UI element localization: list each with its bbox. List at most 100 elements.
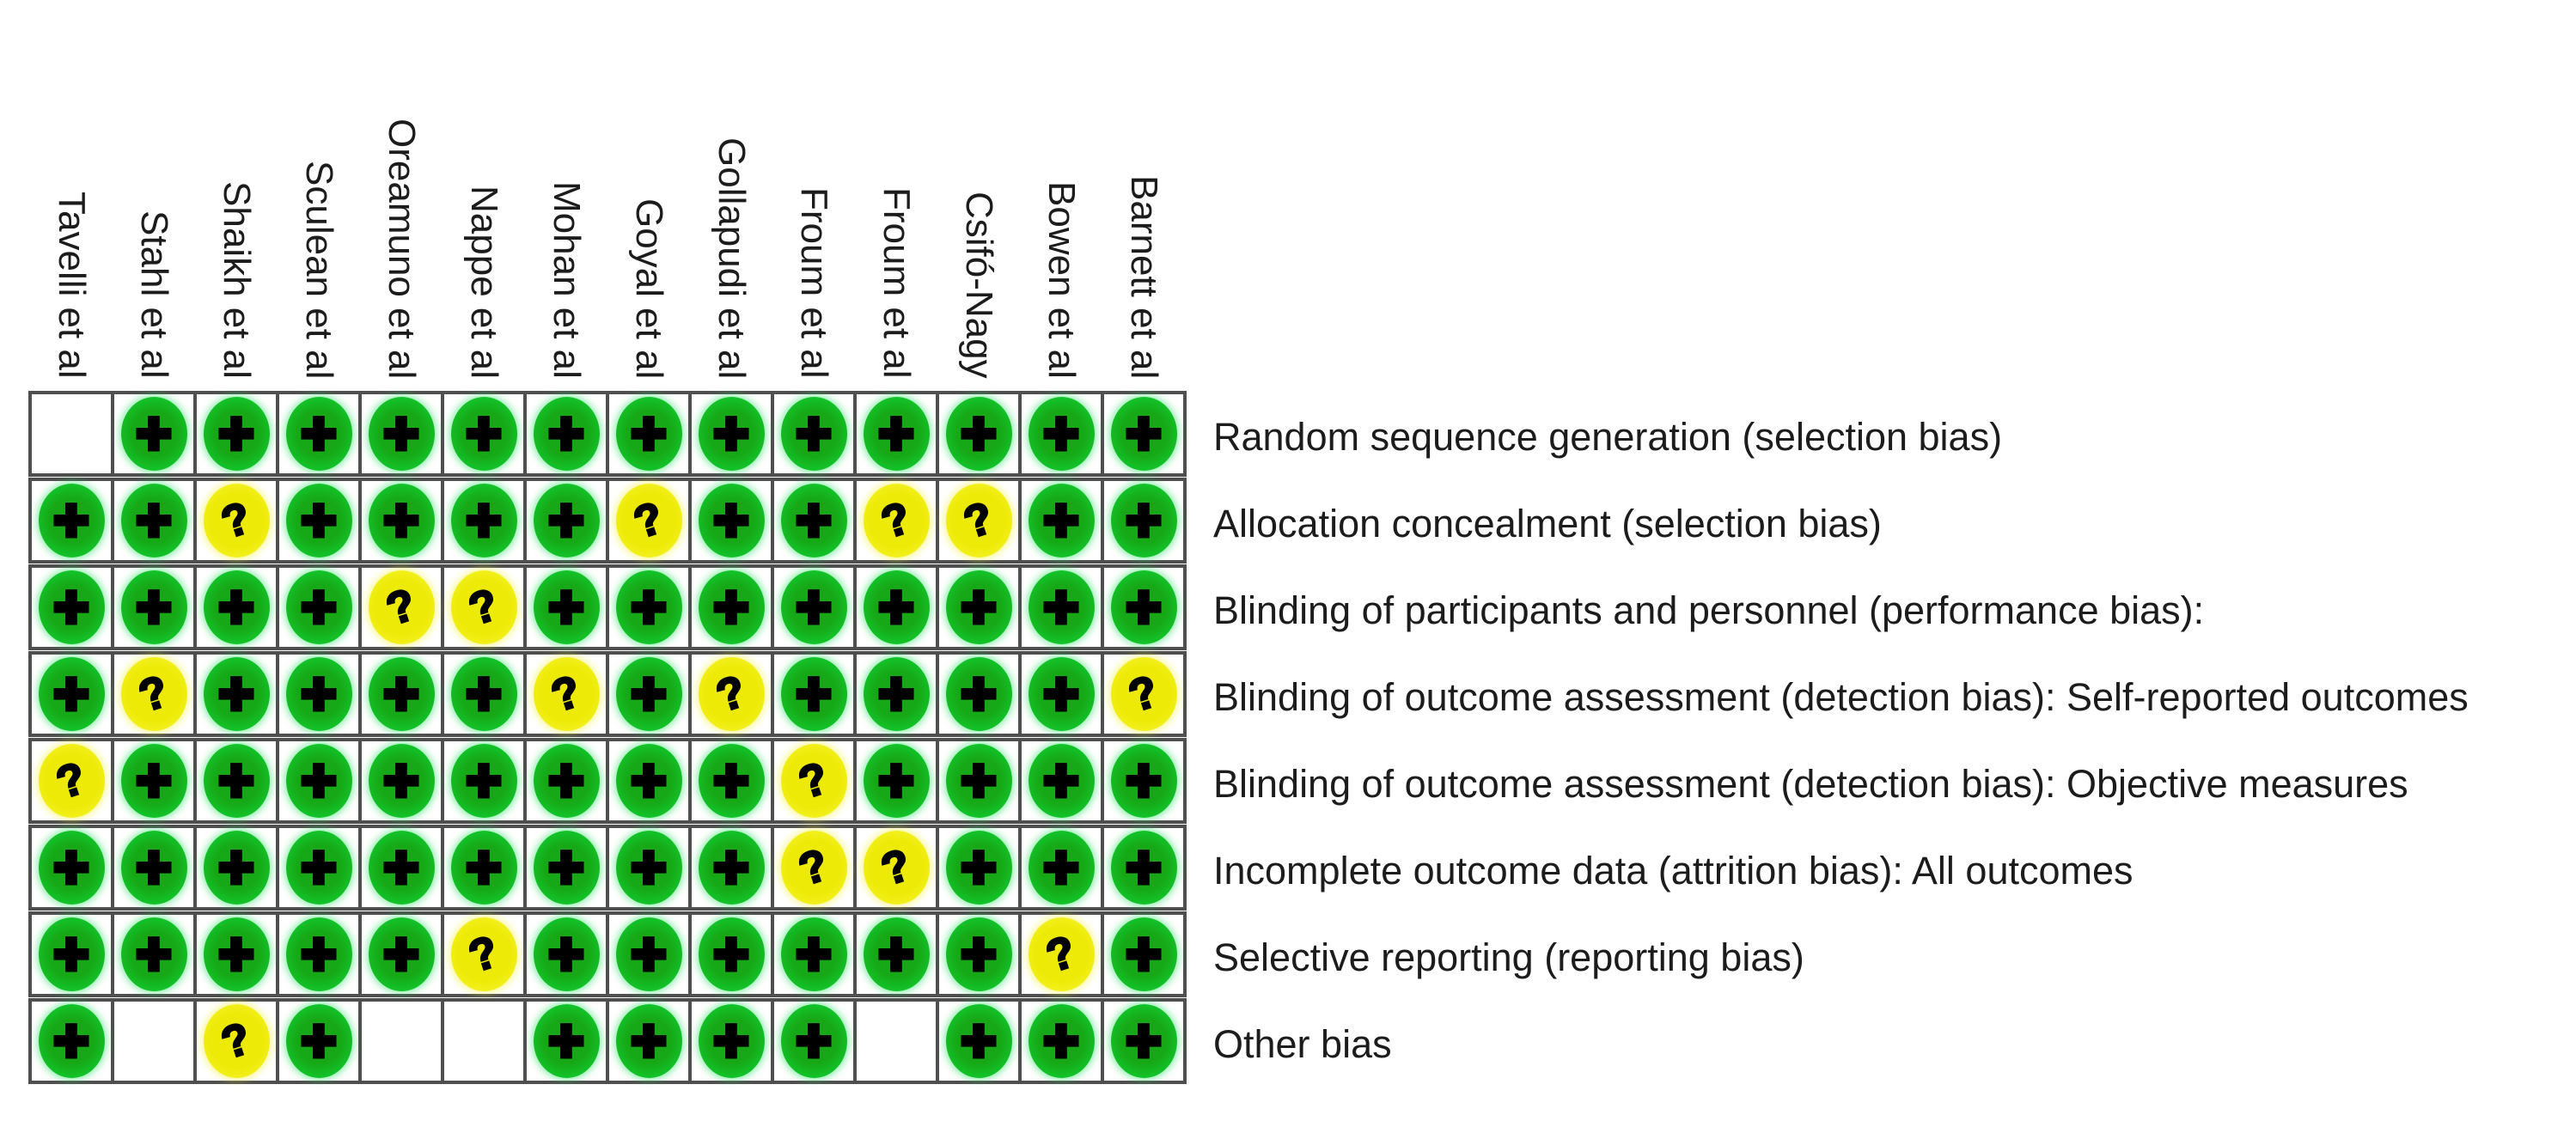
rob-cell: ? — [1022, 915, 1101, 994]
unclear-risk-icon: ? — [533, 657, 600, 731]
question-symbol: ? — [545, 665, 589, 722]
low-risk-icon: + — [615, 744, 682, 818]
low-risk-icon: + — [698, 917, 765, 991]
rob-cell: + — [32, 915, 111, 994]
low-risk-icon: + — [1110, 570, 1177, 644]
plus-symbol: + — [959, 399, 999, 466]
rob-cell: + — [114, 741, 193, 820]
low-risk-icon: + — [38, 831, 105, 905]
rob-domain-row: +?++++?+?++++? — [28, 651, 1187, 737]
low-risk-icon: + — [368, 831, 435, 905]
rob-cell: ? — [527, 655, 606, 734]
plus-symbol: + — [794, 399, 834, 466]
low-risk-icon: + — [863, 744, 930, 818]
study-column-header: Froum et al — [774, 0, 853, 386]
rob-cell: + — [939, 394, 1018, 473]
low-risk-icon: + — [450, 657, 517, 731]
low-risk-icon: + — [1028, 831, 1095, 905]
low-risk-icon: + — [533, 744, 600, 818]
low-risk-icon: + — [368, 657, 435, 731]
plus-symbol: + — [794, 1006, 834, 1074]
low-risk-icon: + — [945, 1004, 1012, 1078]
rob-cell: + — [279, 394, 358, 473]
rob-cell: + — [32, 655, 111, 734]
plus-symbol: + — [629, 832, 669, 900]
rob-cell: + — [609, 915, 688, 994]
rob-cell: + — [692, 1002, 771, 1081]
low-risk-icon: + — [203, 397, 270, 471]
low-risk-icon: + — [120, 917, 187, 991]
plus-symbol: + — [629, 399, 669, 466]
rob-cell: + — [1022, 741, 1101, 820]
bias-domain-label: Allocation concealment (selection bias) — [1213, 502, 1882, 545]
rob-cell — [444, 1002, 523, 1081]
rob-cell: ? — [32, 741, 111, 820]
low-risk-icon: + — [38, 570, 105, 644]
low-risk-icon: + — [38, 917, 105, 991]
unclear-risk-icon: ? — [203, 484, 270, 557]
rob-cell: + — [114, 481, 193, 560]
rob-cell — [32, 394, 111, 473]
low-risk-icon: + — [615, 570, 682, 644]
question-symbol: ? — [792, 838, 836, 896]
rob-domain-row: +++++++++??+++ — [28, 825, 1187, 911]
unclear-risk-icon: ? — [1110, 657, 1177, 731]
low-risk-icon: + — [1110, 831, 1177, 905]
plus-symbol: + — [794, 919, 834, 987]
rob-cell: + — [527, 568, 606, 647]
plus-symbol: + — [52, 919, 92, 987]
study-name-label: Nappe et al — [463, 185, 505, 379]
plus-symbol: + — [1041, 832, 1082, 900]
plus-symbol: + — [382, 485, 422, 553]
low-risk-icon: + — [120, 744, 187, 818]
plus-symbol: + — [134, 399, 174, 466]
low-risk-icon: + — [120, 831, 187, 905]
plus-symbol: + — [299, 832, 339, 900]
rob-cell: + — [444, 655, 523, 734]
rob-cell: + — [1104, 741, 1183, 820]
bias-domain-label: Blinding of outcome assessment (detectio… — [1213, 762, 2408, 806]
low-risk-icon: + — [203, 744, 270, 818]
low-risk-icon: + — [38, 484, 105, 557]
plus-symbol: + — [546, 919, 587, 987]
unclear-risk-icon: ? — [945, 484, 1012, 557]
low-risk-icon: + — [698, 831, 765, 905]
rob-cell: + — [444, 394, 523, 473]
rob-cell: ? — [857, 828, 936, 907]
plus-symbol: + — [382, 919, 422, 987]
low-risk-icon: + — [863, 397, 930, 471]
rob-cell: ? — [444, 568, 523, 647]
plus-symbol: + — [876, 572, 917, 640]
rob-cell: ? — [197, 1002, 276, 1081]
study-name-label: Mohan et al — [546, 181, 588, 379]
low-risk-icon: + — [533, 1004, 600, 1078]
plus-symbol: + — [382, 659, 422, 727]
plus-symbol: + — [217, 919, 257, 987]
rob-cell: ? — [857, 481, 936, 560]
low-risk-icon: + — [203, 570, 270, 644]
low-risk-icon: + — [533, 397, 600, 471]
low-risk-icon: + — [285, 657, 352, 731]
study-name-label: Goyal et al — [628, 198, 670, 379]
study-name-label: Froum et al — [793, 187, 835, 379]
rob-cell: + — [609, 655, 688, 734]
rob-cell: + — [114, 915, 193, 994]
low-risk-icon: + — [615, 397, 682, 471]
rob-cell: + — [197, 741, 276, 820]
rob-cell: + — [857, 655, 936, 734]
rob-cell: + — [857, 741, 936, 820]
plus-symbol: + — [1041, 572, 1082, 640]
rob-cell: ? — [774, 741, 853, 820]
plus-symbol: + — [959, 919, 999, 987]
unclear-risk-icon: ? — [38, 744, 105, 818]
rob-cell: + — [1104, 394, 1183, 473]
study-column-header: Stahl et al — [114, 0, 193, 386]
low-risk-icon: + — [780, 397, 847, 471]
low-risk-icon: + — [203, 831, 270, 905]
study-column-header: Oreamuno et al — [362, 0, 441, 386]
rob-cell: + — [1022, 481, 1101, 560]
unclear-risk-icon: ? — [780, 744, 847, 818]
study-name-label: Sculean et al — [298, 160, 340, 379]
study-name-label: Stahl et al — [133, 210, 175, 379]
rob-cell: + — [857, 394, 936, 473]
